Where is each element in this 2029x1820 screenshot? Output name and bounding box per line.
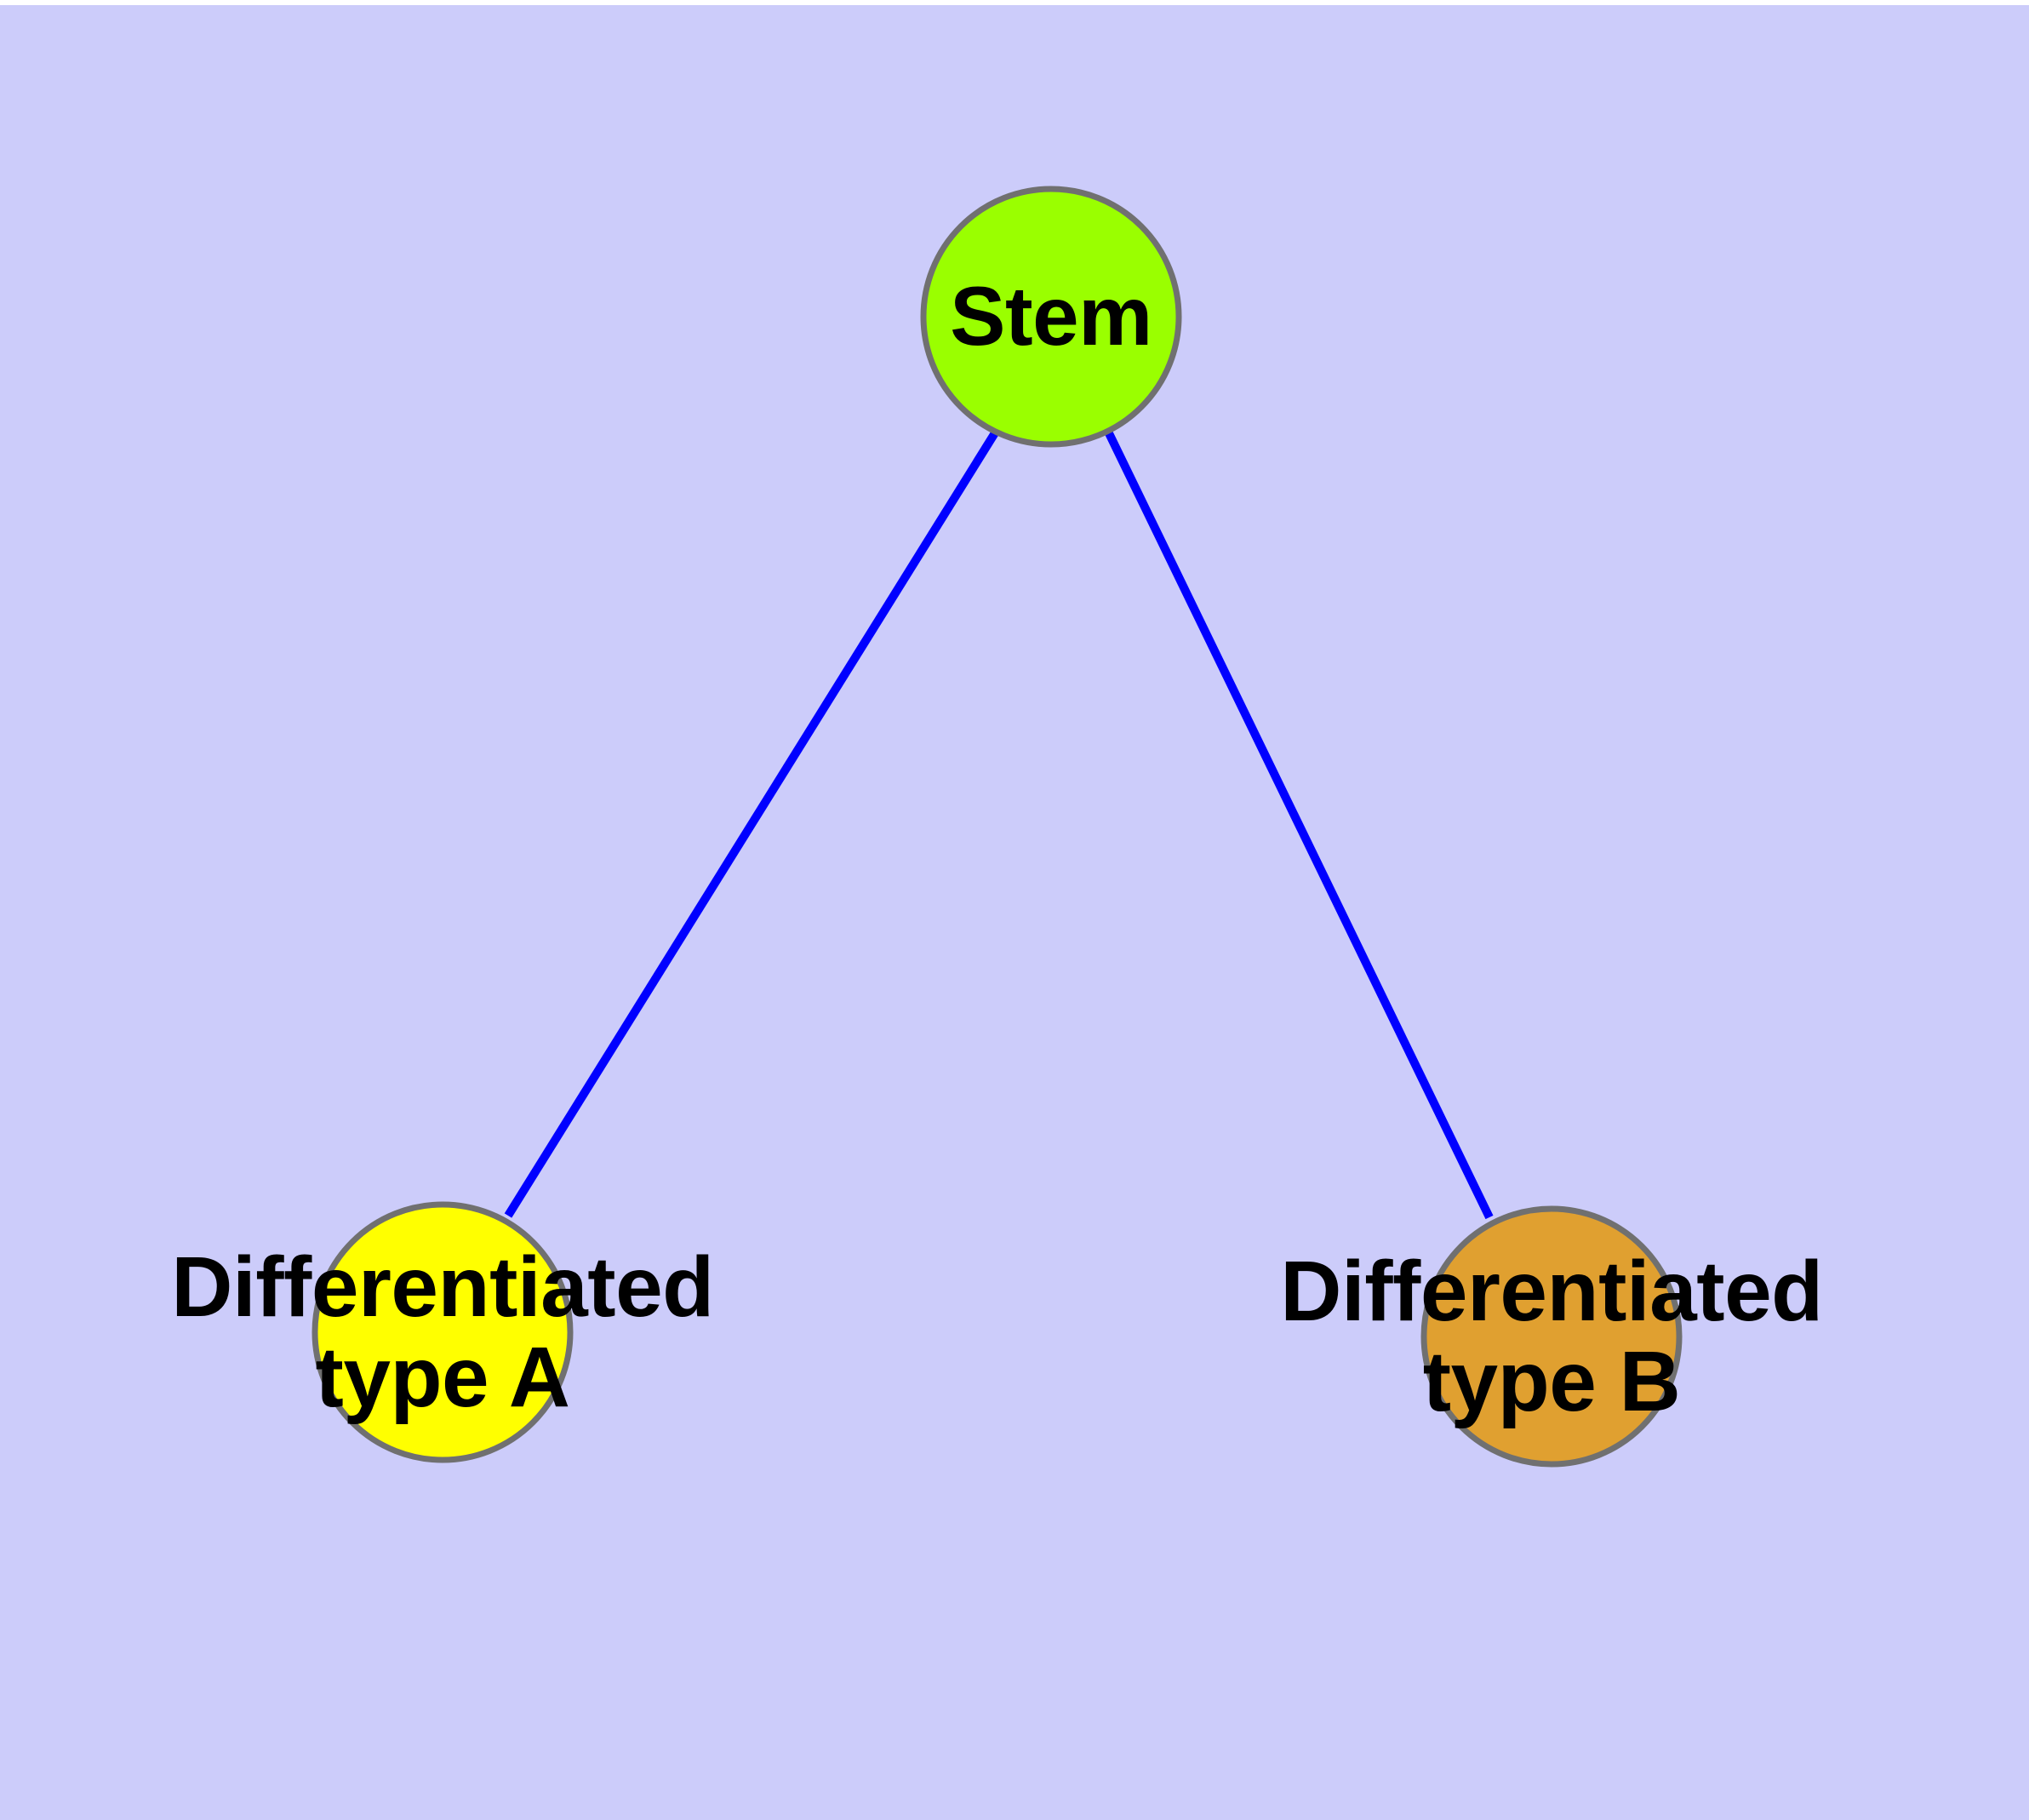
node-stem[interactable] bbox=[920, 186, 1182, 448]
node-layer bbox=[311, 186, 1683, 1468]
node-differentiated-type-a[interactable] bbox=[311, 1201, 574, 1463]
edge-stem-to-type-b[interactable] bbox=[1105, 431, 1494, 1220]
edge-layer bbox=[504, 429, 1494, 1220]
node-differentiated-type-b[interactable] bbox=[1420, 1205, 1683, 1468]
edge-stem-to-type-a[interactable] bbox=[504, 429, 1000, 1218]
